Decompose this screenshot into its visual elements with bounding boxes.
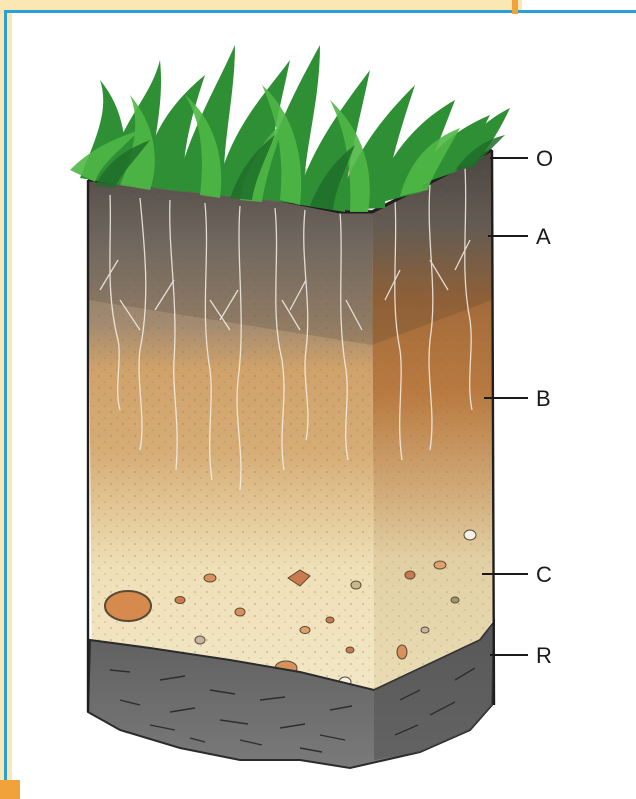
horizon-label-b: B (536, 386, 551, 411)
horizon-label-o: O (536, 146, 553, 171)
horizon-label-c: C (536, 562, 552, 587)
horizon-label-a: A (536, 224, 551, 249)
horizon-label-r: R (536, 643, 552, 668)
